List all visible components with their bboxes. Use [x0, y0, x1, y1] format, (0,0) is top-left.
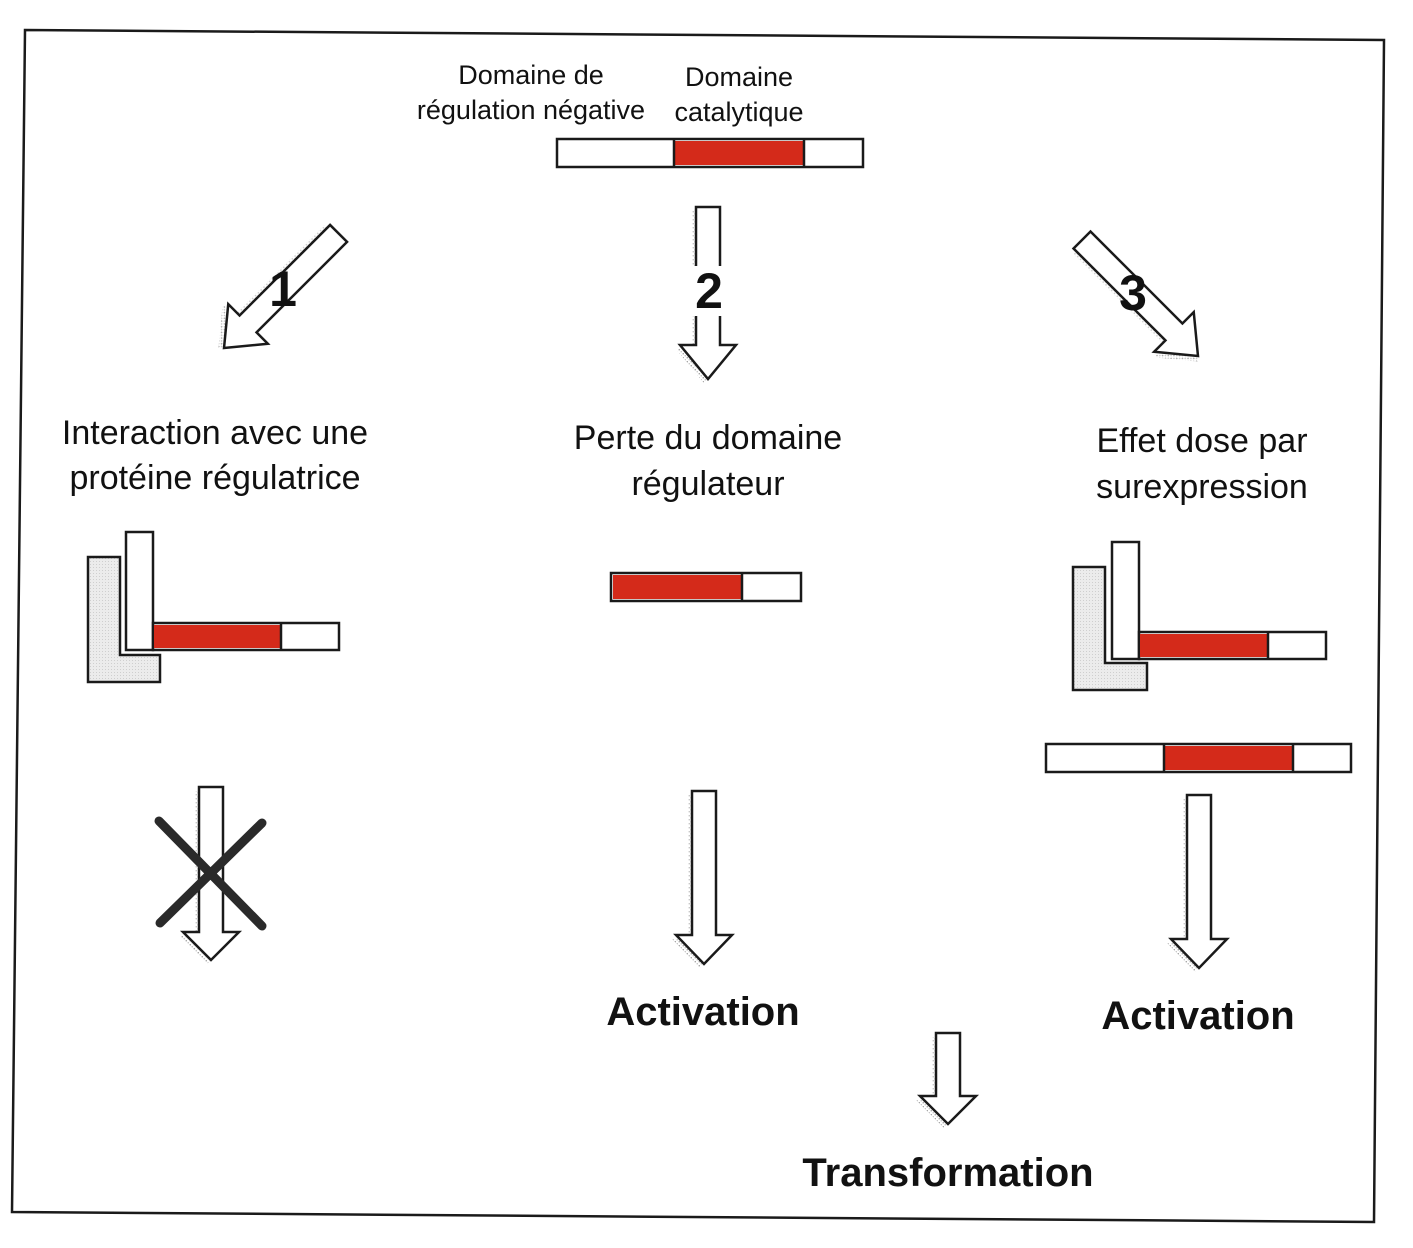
negative-domain-label-1: Domaine de [458, 60, 604, 90]
pathway-3-down-arrow [1167, 793, 1230, 972]
pathway-1-title-2: protéine régulatrice [69, 459, 360, 497]
pathway-2-outcome: Activation [606, 990, 799, 1034]
pathway-1-number: 1 [269, 261, 297, 317]
pathway-2-number: 2 [695, 263, 723, 319]
pathway-3-arrow [1071, 229, 1200, 362]
pathway-3-title-1: Effet dose par [1096, 422, 1307, 460]
pathway-2-truncated-protein [609, 571, 803, 603]
pathway-2-down-arrow [672, 789, 735, 968]
pathway-2-title-1: Perte du domaine [574, 419, 842, 457]
pathway-3-free-protein [1044, 742, 1353, 774]
pathway-1-title-1: Interaction avec une [62, 414, 368, 452]
pathway-3-title-2: surexpression [1096, 468, 1308, 506]
header-labels: Domaine de régulation négative Domaine c… [417, 60, 804, 127]
catalytic-domain-label-1: Domaine [685, 62, 793, 92]
pathway-1-arrow [218, 223, 349, 350]
transformation-label: Transformation [802, 1151, 1093, 1195]
pathway-3-outcome: Activation [1101, 994, 1294, 1038]
pathway-3-protein-complex [1071, 540, 1328, 692]
full-protein-bar [555, 137, 865, 169]
catalytic-domain-label-2: catalytique [674, 97, 803, 127]
pathway-2-title-2: régulateur [631, 465, 784, 503]
negative-domain-label-2: régulation négative [417, 95, 645, 125]
blocked-cross-icon [154, 816, 267, 931]
transformation-arrow [916, 1031, 980, 1128]
outer-frame [10, 28, 1386, 1224]
pathway-1-protein-complex [86, 530, 341, 684]
pathway-3-number: 3 [1119, 265, 1147, 321]
